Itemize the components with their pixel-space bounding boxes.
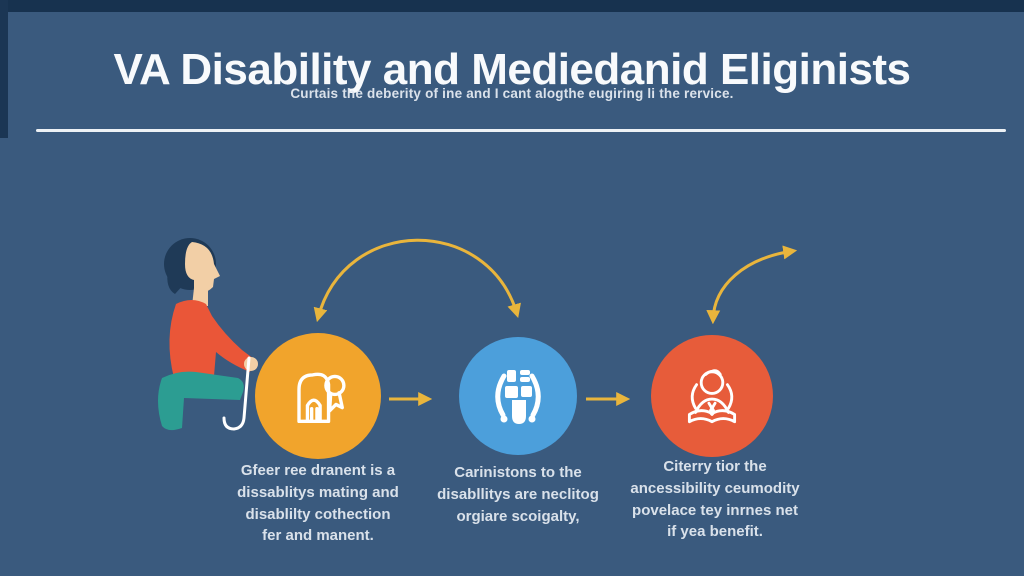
certificate-seal-icon	[297, 372, 346, 424]
subtitle: Curtais the deberity of ine and I cant a…	[290, 86, 734, 101]
arc-arrow-1	[313, 238, 521, 323]
divider-line	[36, 129, 1006, 132]
step-circle-3	[651, 335, 773, 457]
step-caption-3: Citerry tior the ancessibility ceumodity…	[630, 458, 800, 541]
person-reading-icon	[687, 369, 737, 424]
left-border	[0, 0, 8, 138]
white-cane	[222, 356, 251, 431]
arc-arrow-2	[706, 245, 798, 325]
step-circle-2	[459, 337, 577, 455]
person-shirt	[169, 300, 254, 378]
step-caption-2: Carinistons to the disabllitys are necli…	[437, 464, 599, 525]
wheelchair-icon	[495, 370, 541, 424]
top-border	[0, 0, 1024, 12]
seated-person-illustration	[158, 238, 258, 431]
person-pants	[158, 371, 244, 431]
page-title: VA Disability and Mediedanid Eliginists	[113, 45, 911, 95]
person-hand	[244, 357, 258, 371]
person-face	[185, 242, 220, 293]
step-caption-1: Gfeer ree dranent is a dissablitys matin…	[237, 462, 399, 545]
step-circle-1	[255, 333, 381, 459]
